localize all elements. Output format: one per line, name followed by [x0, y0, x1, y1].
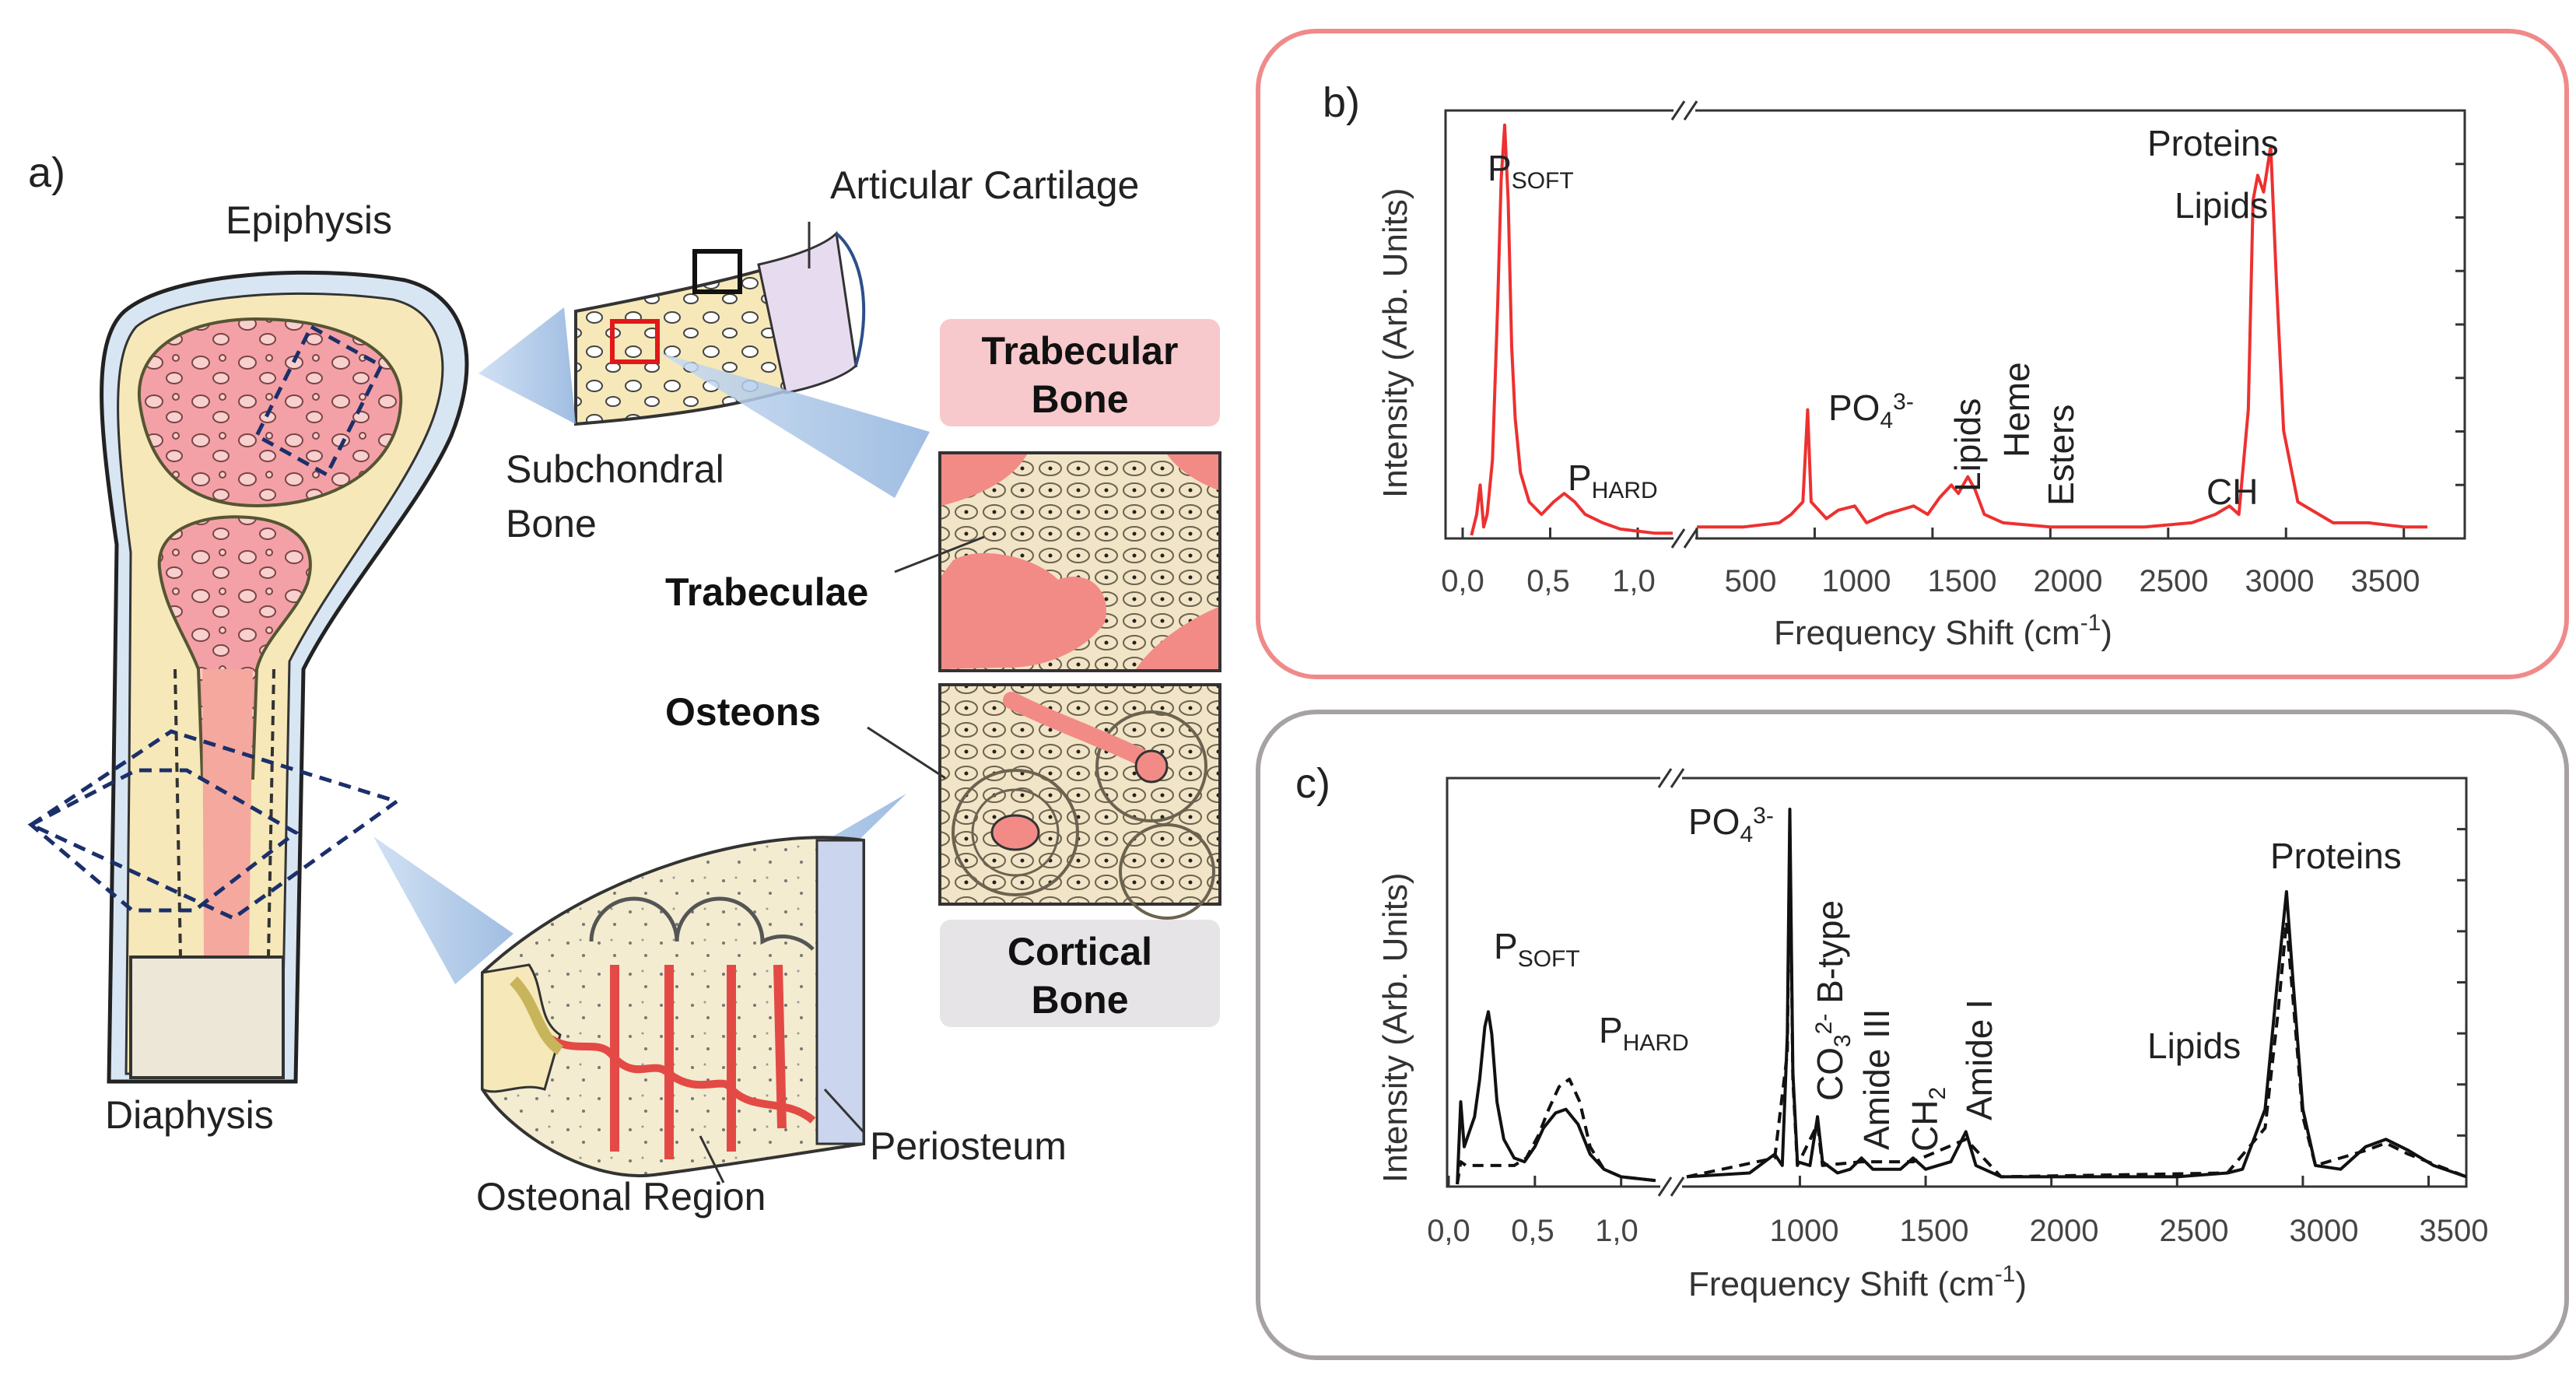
panel-b-label-lipids: Lipids [1947, 398, 1988, 492]
axis-break-mark [1670, 768, 1685, 788]
panel-b-tick-left: 0,5 [1526, 564, 1570, 598]
panel-c-spectrum [1456, 808, 2467, 1185]
axis-break-mark [1683, 528, 1698, 549]
long-bone-illustration [26, 270, 469, 1084]
panel-b-ylabel: Intensity (Arb. Units) [1376, 188, 1414, 498]
magnify-cone-epiphysis [478, 307, 576, 424]
panel-c-label-amide-iii: Amide III [1856, 1008, 1897, 1150]
panel-c-tick-right: 2500 [2160, 1214, 2229, 1248]
osteons-label: Osteons [665, 690, 821, 734]
panel-b-tick-left: 0,0 [1441, 564, 1484, 598]
panel-b-axis-break [1670, 100, 1698, 549]
subchondral-label-2: Bone [506, 502, 597, 545]
panel-b-tick-right: 3500 [2351, 564, 2420, 598]
trabecular-zoom-box [610, 319, 660, 364]
trabecular-label-2: Bone [1032, 377, 1129, 421]
axis-break-gap [1674, 535, 1695, 542]
panel-b-tick-right: 500 [1725, 564, 1777, 598]
magnify-cone-trabecular [659, 352, 930, 498]
panel-b-tick-right: 2000 [2034, 564, 2103, 598]
spectrum-line-b-0-low [1470, 123, 1673, 536]
panel-b-xlabel: Frequency Shift (cm-1) [1774, 610, 2112, 652]
cortical-label-1: Cortical [1008, 930, 1152, 973]
panel-c-label-psoft: PSOFT [1494, 926, 1580, 972]
panel-b-ticks: 0,0 0,5 1,0 500 1000 1500 2000 2500 3000… [1441, 163, 2465, 598]
osteons-inset [938, 683, 1221, 920]
panel-b-label-phard: PHARD [1568, 458, 1658, 503]
epiphysis-label: Epiphysis [226, 198, 392, 242]
panel-c-axis-break [1657, 768, 1685, 1197]
panel-b-label-proteins: Proteins [2147, 123, 2279, 163]
panel-b-label-psoft: PSOFT [1488, 148, 1574, 194]
spectrum-line-c-0-low [1456, 1010, 1656, 1185]
axis-break-mark [1657, 1176, 1673, 1197]
panel-c-label-po4: PO43- [1688, 801, 1774, 847]
panel-b-tick-right: 3000 [2245, 564, 2315, 598]
axis-break-mark [1670, 100, 1686, 121]
panel-c-label-phard: PHARD [1599, 1010, 1689, 1056]
panel-b: b) 0,0 0,5 1,0 500 1000 1500 2000 2500 3… [1256, 29, 2569, 679]
magnify-cone-diaphysis [373, 836, 513, 984]
axis-break-gap [1660, 775, 1682, 781]
panel-c-label-lipids: Lipids [2147, 1026, 2241, 1066]
panel-b-label-esters: Esters [2041, 405, 2081, 506]
panel-b-label-lipids-high: Lipids [2175, 185, 2268, 226]
axis-break-mark [1670, 528, 1686, 549]
trabeculae-inset [938, 451, 1221, 672]
panel-c-label-proteins: Proteins [2270, 836, 2402, 876]
panel-c-tick-left: 0,0 [1427, 1214, 1470, 1248]
spectrum-line-c-1-low [1456, 1078, 1656, 1185]
axis-break-mark [1670, 1176, 1685, 1197]
panel-c-tick-right: 2000 [2030, 1214, 2099, 1248]
periosteum-label: Periosteum [870, 1124, 1067, 1168]
panel-c-label-co3: CO32- B-type [1810, 900, 1856, 1101]
cortical-cross-section [481, 836, 865, 1178]
panel-c-xlabel: Frequency Shift (cm-1) [1688, 1261, 2027, 1303]
panel-b-tick-right: 1500 [1928, 564, 1997, 598]
panel-b-spectrum [1470, 123, 2427, 536]
panel-c-tick-right: 1000 [1770, 1214, 1839, 1248]
cartilage-zoom-box [692, 249, 742, 294]
subchondral-label-1: Subchondral [506, 447, 724, 491]
diaphysis-label: Diaphysis [105, 1093, 274, 1137]
panel-c-tick-right: 1500 [1900, 1214, 1969, 1248]
panel-c-letter: c) [1295, 760, 1330, 807]
articular-cartilage-label: Articular Cartilage [830, 163, 1139, 207]
panel-b-tick-right: 1000 [1822, 564, 1891, 598]
panel-b-label-po4: PO43- [1828, 387, 1914, 433]
panel-b-tick-left: 1,0 [1612, 564, 1656, 598]
axis-break-gap [1674, 107, 1695, 114]
panel-b-label-heme: Heme [1996, 362, 2037, 458]
axis-break-mark [1683, 100, 1698, 121]
subchondral-wedge [574, 230, 866, 426]
trabeculae-label: Trabeculae [665, 570, 868, 614]
panel-c-ticks: 0,0 0,5 1,0 1000 1500 2000 2500 3000 350… [1427, 828, 2489, 1248]
panel-b-letter: b) [1323, 79, 1360, 126]
trabecular-bone-box [940, 319, 1220, 426]
panel-b-tick-right: 2500 [2140, 564, 2209, 598]
spectrum-line-b-0-high [1697, 144, 2427, 529]
cortical-label-2: Bone [1032, 978, 1129, 1022]
panel-c: c) 0,0 0,5 1,0 1000 1500 2000 2500 3000 … [1256, 710, 2569, 1360]
panel-c-label-amide-i: Amide I [1959, 999, 1999, 1120]
panel-a: a) Epiphysis Diaphysis [26, 149, 1221, 1218]
spectrum-line-c-1-high [1686, 826, 2467, 1179]
panel-c-tick-left: 1,0 [1595, 1214, 1638, 1248]
panel-c-tick-right: 3500 [2420, 1214, 2489, 1248]
panel-c-label-ch2: CH2 [1905, 1087, 1950, 1152]
panel-b-label-ch: CH [2206, 472, 2258, 512]
trabecular-label-1: Trabecular [982, 329, 1179, 373]
panel-c-frame [1256, 710, 2569, 1360]
panel-c-ylabel: Intensity (Arb. Units) [1376, 872, 1414, 1183]
panel-c-tick-left: 0,5 [1511, 1214, 1554, 1248]
panel-a-letter: a) [28, 149, 65, 196]
axis-break-gap [1660, 1183, 1682, 1190]
cortical-bone-box [940, 920, 1220, 1027]
panel-c-tick-right: 3000 [2290, 1214, 2359, 1248]
osteonal-region-label: Osteonal Region [476, 1175, 766, 1218]
axis-break-mark [1657, 768, 1673, 788]
